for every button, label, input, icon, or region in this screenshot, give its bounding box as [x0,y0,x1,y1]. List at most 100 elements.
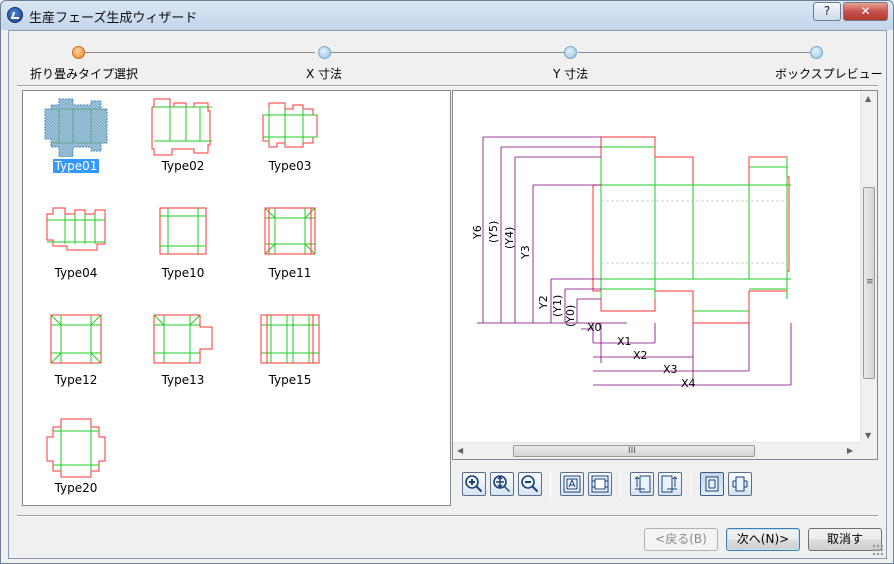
dim-label-y6: Y6 [471,225,484,240]
dim-label-x0: X0 [587,321,602,334]
type-label: Type01 [51,158,101,174]
separator-top [17,85,878,87]
list-item-type03[interactable]: Type03 [244,97,336,173]
step-connector [578,52,810,53]
list-item-type04[interactable]: Type04 [30,204,122,280]
type15-thumbnail [260,314,320,364]
type-label: Type11 [268,266,312,280]
type20-thumbnail [46,418,106,478]
type10-thumbnail [159,207,207,255]
rotate-right-icon [661,475,678,493]
zoom-out-button[interactable] [518,472,542,496]
list-item-type20[interactable]: Type20 [30,417,122,495]
type01-thumbnail [44,98,108,157]
list-item-type13[interactable]: Type13 [137,311,229,387]
zoom-out-icon [521,475,539,493]
dim-label-y4: (Y4) [503,227,516,249]
list-item-type01[interactable]: Type01 [30,97,122,174]
list-item-type02[interactable]: Type02 [137,97,229,173]
type-label: Type02 [161,159,205,173]
type-label: Type13 [161,373,205,387]
toolbar-separator [690,472,691,498]
box-dieline-drawing: Y6 (Y5) (Y4) Y3 Y2 (Y1) (Y0) X0 X1 X2 X3… [471,136,792,390]
dim-label-y1: (Y1) [551,295,564,317]
toolbar-separator [550,472,551,498]
scroll-up-icon[interactable]: ▲ [865,94,872,103]
dim-label-x1: X1 [617,335,632,348]
scroll-down-icon[interactable]: ▼ [865,431,872,440]
zoom-in-button[interactable] [462,472,486,496]
dim-label-x4: X4 [681,377,696,390]
dim-label-y3: Y3 [519,245,532,260]
step-connector [79,52,315,53]
rotate-left-icon [634,475,651,493]
dim-label-x2: X2 [633,349,648,362]
scroll-grip-icon: III [628,446,636,456]
close-button[interactable]: ✕ [843,2,888,21]
app-icon [7,7,23,23]
type-label: Type12 [54,373,98,387]
preview-horizontal-scrollbar[interactable]: ◀ III ▶ [453,442,861,459]
scroll-right-icon[interactable]: ▶ [847,446,854,455]
toolbar-separator [620,472,621,498]
horizontal-scroll-thumb[interactable]: III [513,445,755,457]
rotate-right-button[interactable] [658,472,682,496]
list-item-type10[interactable]: Type10 [137,204,229,280]
step-label-x-dimension: X 寸法 [306,67,343,81]
scroll-grip-icon: ≡ [866,277,874,287]
fit-window-icon [591,475,609,493]
side-view-button[interactable] [728,472,752,496]
back-button[interactable]: <戻る(B) [644,528,718,551]
list-item-type11[interactable]: Type11 [244,204,336,280]
fold-type-list[interactable]: Type01 Type02 Type03 [22,90,451,506]
wizard-client-area: 折り畳みタイプ選択 X 寸法 Y 寸法 ボックスプレビュー Type01 [8,30,887,559]
type-label: Type03 [268,159,312,173]
list-item-type12[interactable]: Type12 [30,311,122,387]
zoom-in-icon [465,475,483,493]
dim-label-y5: (Y5) [487,221,500,243]
dim-label-x3: X3 [663,363,678,376]
title-bar[interactable]: 生産フェーズ生成ウィザード ? ✕ [1,1,893,30]
dim-label-y2: Y2 [537,295,550,310]
fit-page-button[interactable] [560,472,584,496]
scroll-left-icon[interactable]: ◀ [457,446,464,455]
type11-thumbnail [264,207,316,255]
type03-thumbnail [262,102,318,148]
type12-thumbnail [50,314,102,364]
vertical-scroll-thumb[interactable]: ≡ [863,187,875,379]
resize-grip-icon[interactable] [872,544,884,556]
step-dot-y-dimension [564,46,577,59]
front-view-button[interactable] [700,472,724,496]
dim-label-y0: (Y0) [564,305,577,327]
zoom-fit-button[interactable] [490,472,514,496]
type-label: Type04 [54,266,98,280]
preview-vertical-scrollbar[interactable]: ▲ ≡ ▼ [860,91,877,443]
zoom-fit-icon [493,475,510,492]
list-item-type15[interactable]: Type15 [244,311,336,387]
fit-window-button[interactable] [588,472,612,496]
side-view-icon [732,476,748,492]
next-button[interactable]: 次へ(N)> [726,528,800,551]
wizard-steps: 折り畳みタイプ選択 X 寸法 Y 寸法 ボックスプレビュー [9,31,888,83]
type02-thumbnail [151,98,212,156]
type13-thumbnail [153,314,213,364]
step-label-y-dimension: Y 寸法 [553,67,589,81]
separator-bottom [17,515,878,517]
window-title: 生産フェーズ生成ウィザード [29,11,198,26]
fit-page-icon [563,475,581,493]
front-view-icon [705,476,719,492]
help-button[interactable]: ? [813,2,841,21]
step-dot-x-dimension [318,46,331,59]
type04-thumbnail [46,207,106,251]
rotate-left-button[interactable] [630,472,654,496]
type-label: Type20 [54,481,98,495]
step-dot-fold-type [72,46,85,59]
step-dot-box-preview [810,46,823,59]
type-label: Type15 [268,373,312,387]
scrollbar-corner [860,442,877,459]
step-connector [331,52,564,53]
step-label-box-preview: ボックスプレビュー [775,67,883,81]
box-preview-panel[interactable]: Y6 (Y5) (Y4) Y3 Y2 (Y1) (Y0) X0 X1 X2 X3… [452,90,878,460]
cancel-button[interactable]: 取消す [808,528,882,551]
